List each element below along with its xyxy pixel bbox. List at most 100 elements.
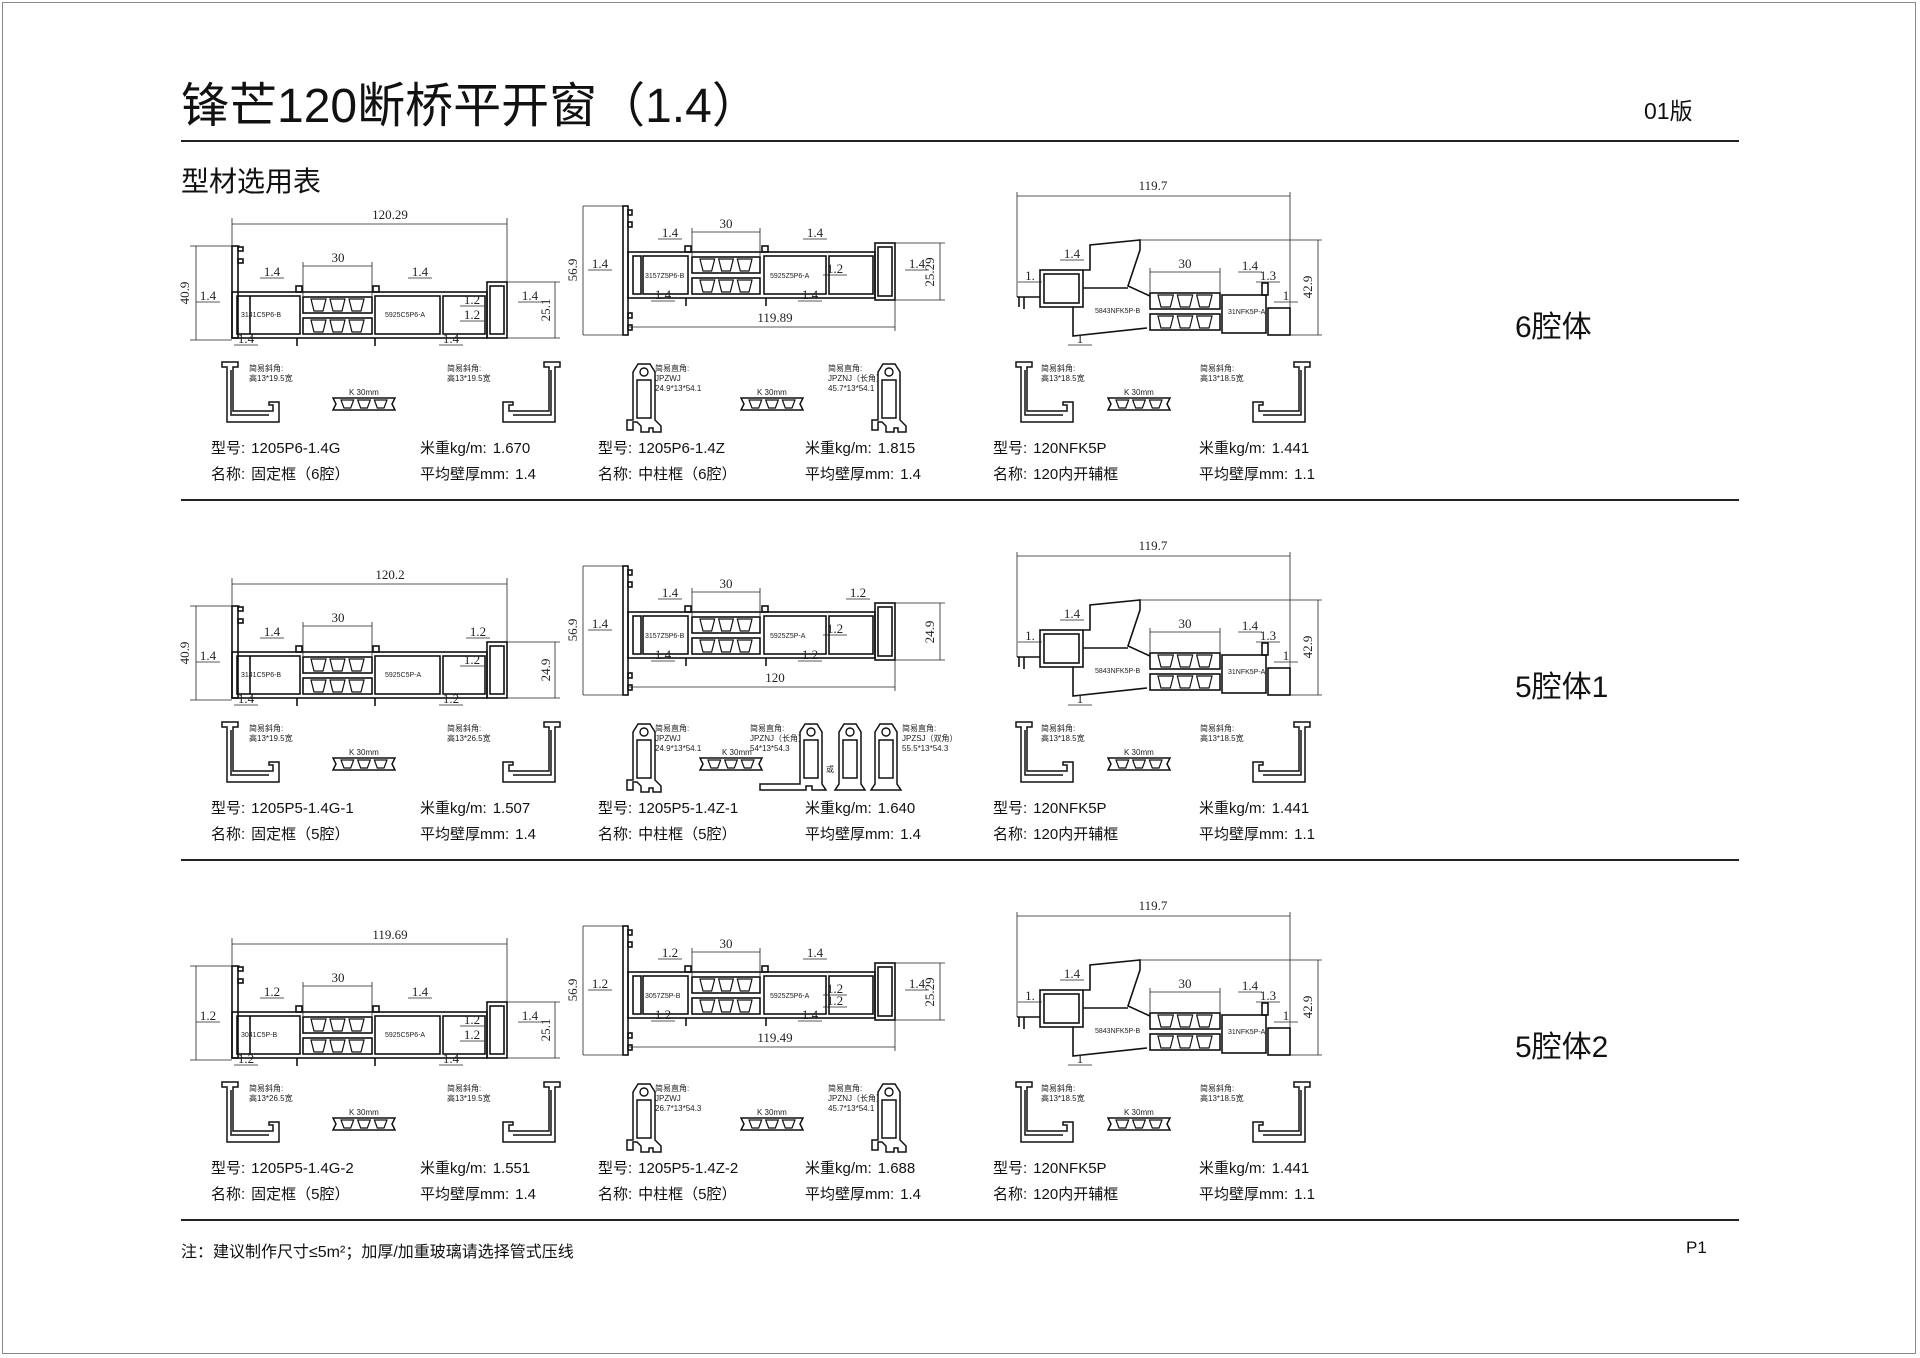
spec-thick-value: 1.4	[515, 466, 537, 483]
spec-name-label: 名称:	[598, 1186, 633, 1203]
spec-name-value: 中柱框（6腔）	[638, 466, 737, 483]
dimension-inner2: 1	[1283, 648, 1290, 663]
spec-weight-value: 1.441	[1271, 1160, 1310, 1177]
dimension-right-height: 25.29	[922, 257, 937, 286]
corner-piece-label: 45.7*13*54.1	[828, 1104, 875, 1113]
part-code: 5925Z5P6-A	[770, 273, 810, 280]
part-code: 5843NFK5P-B	[1095, 668, 1140, 675]
dimension-bottom-left: 1.2	[238, 1051, 254, 1066]
spec-thick: 平均壁厚mm:1.4	[805, 823, 921, 844]
spec-model-label: 型号:	[993, 440, 1028, 457]
dimension-bottom-left: 1	[1077, 1051, 1084, 1066]
corner-piece-label: 简易斜角:	[1041, 1083, 1075, 1093]
spec-weight-label: 米重kg/m:	[1199, 1160, 1266, 1177]
dimension-bottom-mid: 1.4	[802, 287, 819, 302]
corner-piece-k-strip: K 30mm	[1106, 388, 1172, 411]
dimension-top-left: 1.4	[1064, 246, 1081, 261]
spec-weight: 米重kg/m:1.441	[1199, 797, 1309, 818]
spec-model: 型号:120NFK5P	[993, 437, 1107, 458]
corner-piece-right-angle-long: 简易直角:JPZNJ（长角）54*13*54.3	[750, 723, 828, 791]
dimension-left: 1.2	[592, 976, 608, 991]
spec-weight-label: 米重kg/m:	[805, 1160, 872, 1177]
dimension-bottom-left: 1.4	[238, 331, 255, 346]
dimension-left: 1.4	[592, 256, 609, 271]
corner-piece-label: 简易直角:	[750, 723, 784, 733]
part-code: 3141C5P6-B	[241, 312, 281, 319]
corner-piece-label: K 30mm	[349, 388, 379, 397]
corner-piece-label: JPZNJ（长角）	[828, 1093, 884, 1103]
corner-piece-label: 简易斜角:	[1200, 363, 1234, 373]
part-code: 3141C5P6-B	[241, 672, 281, 679]
corner-piece-label: 24.9*13*54.1	[655, 384, 702, 393]
profile-drawing-frame: 119.69301.21.21.21.41.21.21.41.425.13041…	[190, 927, 561, 1143]
part-code: 3157Z5P6-B	[645, 273, 685, 280]
spec-name: 名称:120内开辅框	[993, 463, 1118, 484]
dimension-gap: 30	[1179, 256, 1192, 271]
spec-name: 名称: 中柱框（5腔）	[598, 823, 737, 844]
page-title: 锋芒120断桥平开窗（1.4）	[181, 80, 760, 133]
spec-thick-label: 平均壁厚mm:	[805, 826, 895, 843]
spec-name-label: 名称:	[598, 826, 633, 843]
corner-piece-label: 简易斜角:	[447, 723, 481, 733]
spec-thick-label: 平均壁厚mm:	[420, 1186, 510, 1203]
corner-piece-label: 简易斜角:	[1200, 723, 1234, 733]
dimension-right: 1.4	[909, 256, 926, 271]
spec-model: 型号:120NFK5P	[993, 1157, 1107, 1178]
corner-piece-bevel-right: 简易斜角:高13*26.5宽	[447, 721, 561, 783]
dimension-overall: 119.7	[1139, 538, 1168, 553]
spec-model-value: 1205P6-1.4G	[251, 440, 341, 457]
spec-model: 型号:120NFK5P	[993, 797, 1107, 818]
spec-model-value: 1205P5-1.4G-2	[251, 1160, 354, 1177]
dimension-overall: 120	[765, 670, 785, 685]
section-title: 型材选用表	[181, 166, 322, 197]
dimension-overall: 119.7	[1139, 898, 1168, 913]
dimension-right: 1.4	[522, 1008, 539, 1023]
spec-name-label: 名称:	[211, 1186, 246, 1203]
spec-name-value: 固定框（5腔）	[251, 826, 350, 843]
spec-thick-label: 平均壁厚mm:	[1199, 1186, 1289, 1203]
spec-name-value: 中柱框（5腔）	[638, 826, 737, 843]
profile-drawing-mullion: 119.8956.9301.41.41.41.41.21.41.425.2931…	[565, 205, 945, 433]
spec-weight-label: 米重kg/m:	[805, 440, 872, 457]
dimension-gap: 30	[720, 576, 733, 591]
dimension-top-mid: 1.4	[412, 264, 429, 279]
dimension-height: 56.9	[565, 259, 580, 282]
dimension-bottom-mid: 1.4	[443, 1051, 460, 1066]
spec-thick-value: 1.4	[900, 466, 922, 483]
corner-piece-bevel-right: 简易斜角:高13*18.5宽	[1200, 1081, 1311, 1143]
corner-piece-bevel-left: 简易斜角:高13*19.5宽	[221, 361, 293, 423]
spec-name-value: 120内开辅框	[1033, 466, 1119, 483]
dimension-gap: 30	[332, 970, 345, 985]
spec-weight-value: 1.507	[492, 800, 531, 817]
spec-name: 名称:中柱框（6腔）	[598, 463, 737, 484]
spec-thick-value: 1.4	[515, 1186, 537, 1203]
cavity-type-label: 5腔体1	[1515, 671, 1609, 704]
corner-piece-label: 简易斜角:	[249, 723, 283, 733]
corner-piece-label: 简易斜角:	[1041, 723, 1075, 733]
dimension-top-left: 1.4	[264, 264, 281, 279]
corner-piece-bevel-left: 简易斜角:高13*18.5宽	[1015, 1081, 1085, 1143]
spec-model-label: 型号:	[993, 1160, 1028, 1177]
dimension-inner1: 1.2	[827, 261, 843, 276]
dimension-inner1: 1.2	[464, 652, 480, 667]
corner-piece-label: JPZNJ（长角）	[750, 733, 806, 743]
dimension-left: 1.4	[592, 616, 609, 631]
dimension-inner2: 1.2	[827, 993, 843, 1008]
corner-piece-or: 或	[826, 764, 834, 774]
dimension-gap: 30	[1179, 976, 1192, 991]
row-divider	[181, 499, 1739, 501]
dimension-left: 1.	[1025, 268, 1035, 283]
spec-thick-value: 1.1	[1294, 466, 1316, 483]
spec-thick-label: 平均壁厚mm:	[420, 466, 510, 483]
dimension-inner1: 1.3	[1260, 268, 1276, 283]
spec-model: 型号:1205P5-1.4Z-2	[598, 1157, 738, 1178]
spec-model-label: 型号:	[211, 1160, 246, 1177]
dimension-bottom-left: 1.2	[655, 1007, 671, 1022]
dimension-top-mid: 1.4	[1242, 258, 1259, 273]
spec-weight: 米重kg/m:1.441	[1199, 437, 1309, 458]
